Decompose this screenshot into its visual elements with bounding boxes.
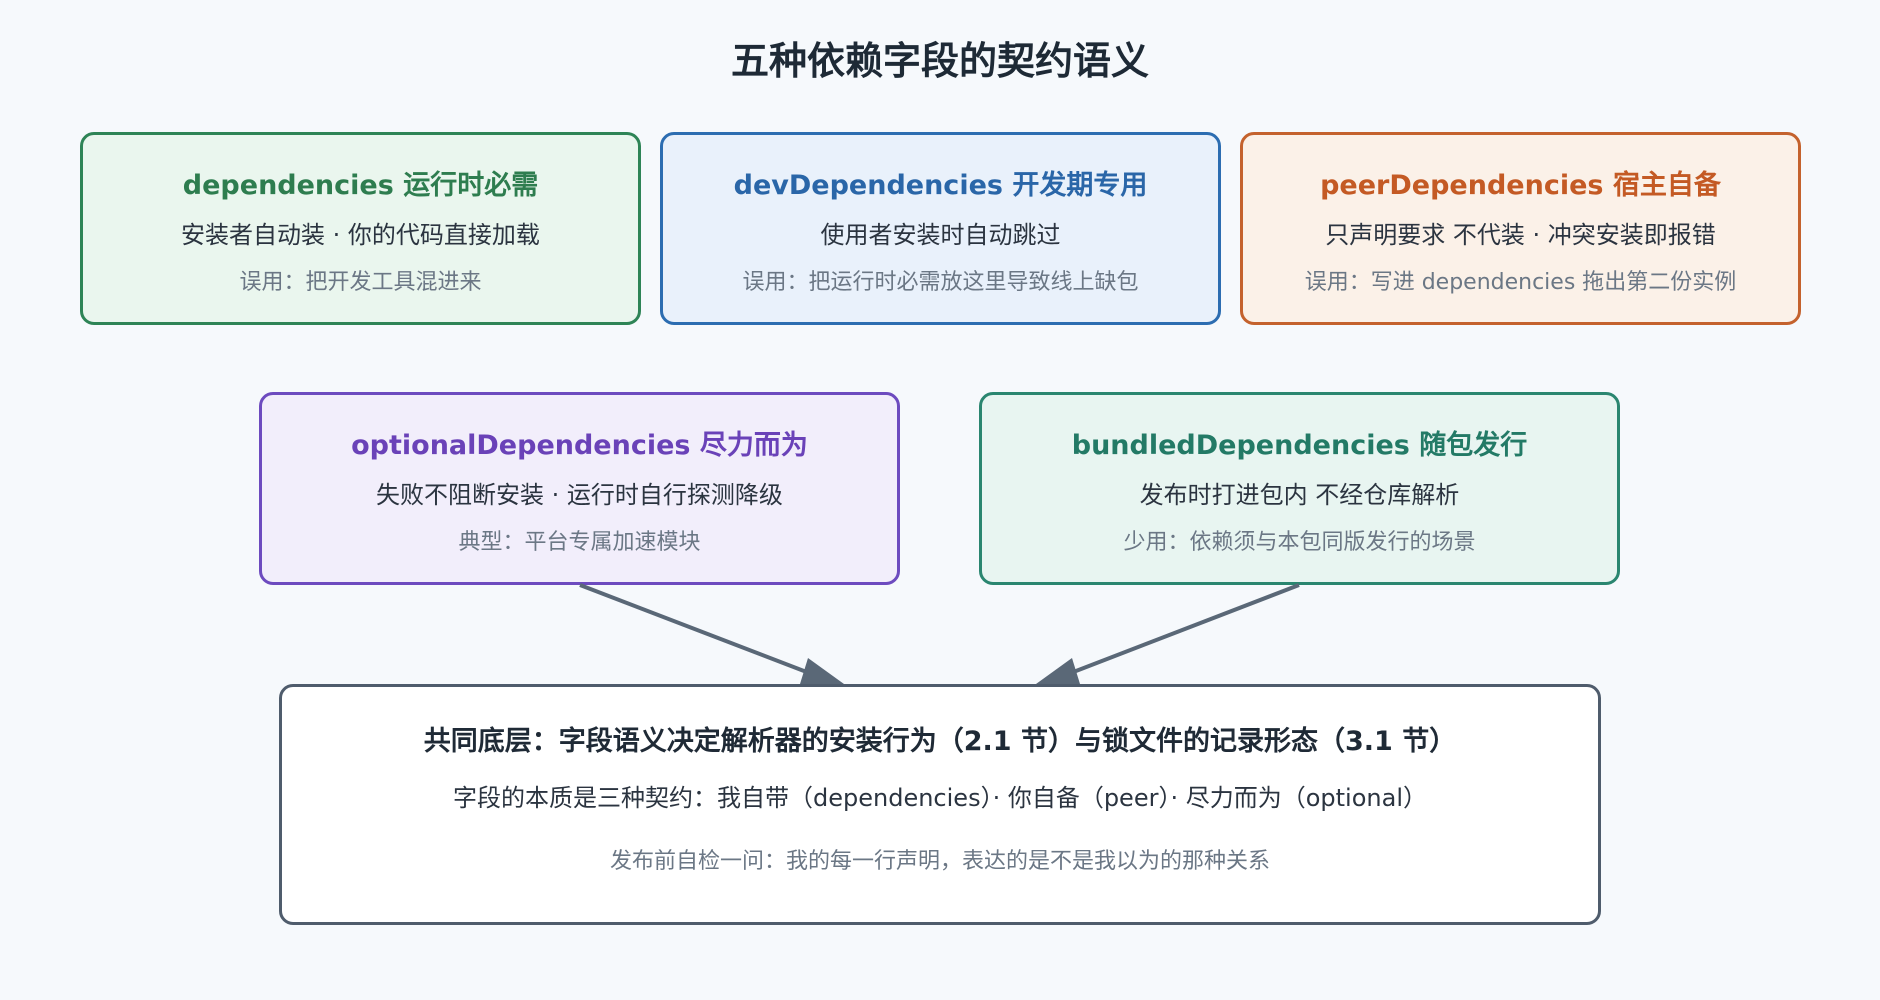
dependencies-subtitle: 安装者自动装 · 你的代码直接加载 [181,221,540,249]
bundleddependencies-heading: bundledDependencies 随包发行 [1071,430,1528,461]
optionaldependencies-box: optionalDependencies 尽力而为 失败不阻断安装 · 运行时自… [259,392,900,585]
arrowhead-bundled [1036,658,1080,684]
arrow-bundled-to-base [1062,583,1300,678]
bundleddependencies-note: 少用：依赖须与本包同版发行的场景 [1123,530,1476,555]
optionaldependencies-heading: optionalDependencies 尽力而为 [351,430,808,461]
arrow-optional-to-base [579,583,818,678]
devdependencies-subtitle: 使用者安装时自动跳过 [820,221,1061,249]
common-foundation-box: 共同底层：字段语义决定解析器的安装行为（2.1 节）与锁文件的记录形态（3.1 … [279,684,1601,925]
devdependencies-note: 误用：把运行时必需放这里导致线上缺包 [742,270,1139,295]
devdependencies-heading: devDependencies 开发期专用 [733,170,1148,201]
peerdependencies-subtitle: 只声明要求 不代装 · 冲突安装即报错 [1325,221,1716,249]
bundleddependencies-box: bundledDependencies 随包发行 发布时打进包内 不经仓库解析 … [979,392,1620,585]
peerdependencies-heading: peerDependencies 宿主自备 [1320,170,1721,201]
common-foundation-note: 发布前自检一问：我的每一行声明，表达的是不是我以为的那种关系 [609,849,1270,874]
bundleddependencies-subtitle: 发布时打进包内 不经仓库解析 [1139,481,1460,509]
devdependencies-box: devDependencies 开发期专用 使用者安装时自动跳过 误用：把运行时… [660,132,1221,325]
common-foundation-subtitle: 字段的本质是三种契约：我自带（dependencies）· 你自备（peer）·… [453,784,1427,812]
common-foundation-heading: 共同底层：字段语义决定解析器的安装行为（2.1 节）与锁文件的记录形态（3.1 … [423,726,1457,757]
page-title: 五种依赖字段的契约语义 [730,39,1149,83]
peerdependencies-note: 误用：写进 dependencies 拖出第二份实例 [1304,270,1737,295]
peerdependencies-box: peerDependencies 宿主自备 只声明要求 不代装 · 冲突安装即报… [1240,132,1801,325]
optionaldependencies-subtitle: 失败不阻断安装 · 运行时自行探测降级 [376,481,783,509]
dependencies-box: dependencies 运行时必需 安装者自动装 · 你的代码直接加载 误用：… [80,132,641,325]
dependencies-note: 误用：把开发工具混进来 [239,270,482,295]
optionaldependencies-note: 典型：平台专属加速模块 [458,530,701,555]
arrowhead-optional [800,658,844,684]
dependencies-heading: dependencies 运行时必需 [182,170,539,201]
